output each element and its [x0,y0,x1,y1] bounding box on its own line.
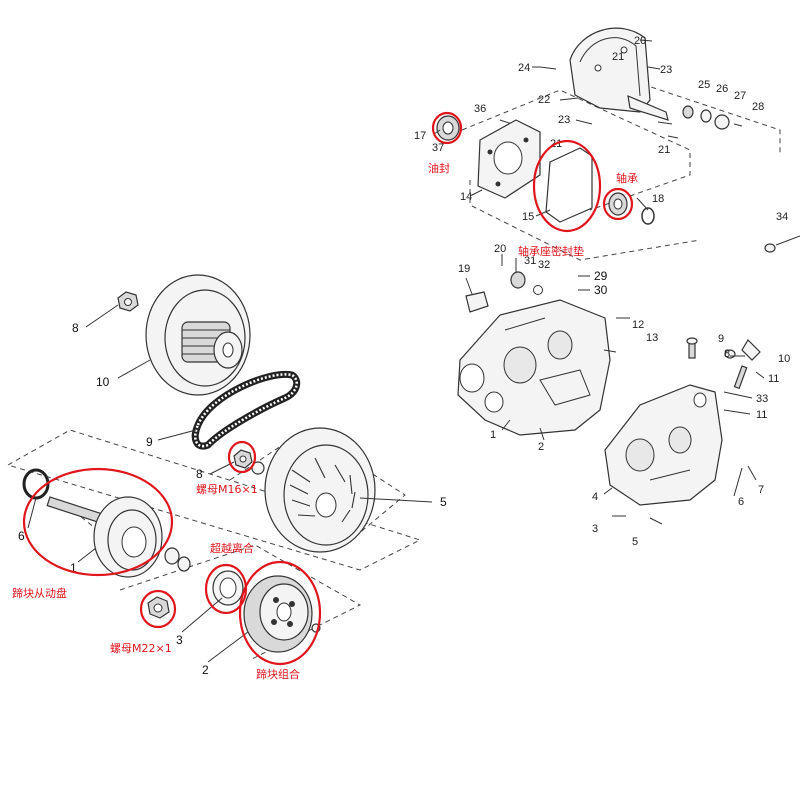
leader-lines [433,66,765,495]
assembly-boundary [461,89,691,211]
annotation-shoe-assembly: 蹄块组合 [256,667,300,681]
callout-23: 23 [660,64,672,76]
clutch-diagram: 8 10 9 8 5 6 1 3 2 螺母M16×1 超越离合 蹄块从动盘 螺母… [6,274,447,681]
callout-20: 20 [634,35,646,47]
callout-32: 32 [538,259,550,271]
callout-8: 8 [72,321,79,335]
one-way-clutch-part [212,570,244,606]
bolt-parts-right [539,235,800,525]
callout-10: 10 [96,375,110,389]
callout-24: 24 [518,62,530,74]
highlight-circle [22,467,174,577]
assembly-boundary [469,180,701,261]
callout-22: 22 [538,94,550,106]
highlight-circle [602,187,634,221]
highlight-circle [227,440,257,474]
bearing-housing-part [477,119,541,199]
annotation-nut-m16: 螺母M16×1 [196,483,258,496]
gasket-part [545,147,593,223]
annotation-one-way-clutch: 超越离合 [210,541,254,555]
annotation-bearing: 轴承 [616,171,638,185]
callout-34: 34 [776,211,788,223]
highlight-circle [431,111,463,145]
callout-15: 15 [522,211,534,223]
callout-18: 18 [652,193,664,205]
nut-part [117,291,139,312]
callout-36: 36 [474,103,486,115]
callout-31: 31 [524,255,536,267]
callout-1: 1 [490,429,496,441]
callout-5: 5 [632,536,638,548]
callout-28: 28 [752,101,764,113]
callout-30: 30 [594,283,608,297]
washer-parts [682,105,743,130]
callout-11: 11 [756,409,767,421]
cover-part [569,27,669,121]
callout-25: 25 [698,79,710,91]
bearing-small-part [164,547,191,572]
callout-5: 5 [440,495,447,509]
callout-7: 7 [758,484,764,496]
annotation-shoe-driven-disc: 蹄块从动盘 [12,586,67,600]
crankcase-diagram: 24 21 20 23 22 25 26 27 28 36 17 37 23 2… [414,27,800,548]
callout-1: 1 [70,561,77,575]
highlight-circle [204,563,248,615]
callout-14: 14 [460,191,472,203]
callout-20: 20 [494,243,506,255]
callout-2: 2 [538,441,544,453]
crankcase-left-part [457,299,611,436]
callout-6: 6 [738,496,744,508]
nut-m22-part [147,596,170,619]
callout-26: 26 [716,83,728,95]
callout-21: 21 [658,144,670,156]
annotation-oil-seal: 油封 [428,161,450,175]
highlight-circle [238,560,322,666]
callout-11: 11 [768,373,779,385]
callout-29: 29 [594,269,608,283]
crankcase-right-part [604,384,723,506]
callout-2: 2 [202,663,209,677]
drive-belt-part [191,370,301,450]
callout-6: 6 [18,529,25,543]
callout-17: 17 [414,130,426,142]
callout-12: 12 [632,319,644,331]
callout-9: 9 [718,333,724,345]
callout-8: 8 [724,348,730,360]
callout-13: 13 [646,332,658,344]
assembly-boundary [599,69,781,155]
driven-pulley-fan-part [264,427,376,553]
bolt-parts [499,39,679,139]
annotation-bearing-seat-gasket: 轴承座密封垫 [518,244,584,258]
callout-19: 19 [458,263,470,275]
highlight-circle [532,139,602,233]
shoe-driven-disc-part [46,496,163,578]
assembly-boundary [229,429,406,546]
oil-seal-part [436,115,460,141]
callout-3: 3 [592,523,598,535]
callout-23: 23 [558,114,570,126]
callout-21: 21 [612,51,624,63]
callout-4: 4 [592,491,598,503]
shoe-assembly-part [243,575,321,653]
callout-9: 9 [146,435,153,449]
drive-pulley-part [145,274,251,396]
callout-37: 37 [432,142,444,154]
assembly-boundary [6,429,422,571]
callout-8: 8 [196,467,203,481]
annotation-nut-m22: 螺母M22×1 [110,642,172,655]
callout-33: 33 [756,393,768,405]
bearing-part [608,192,655,225]
callout-10: 10 [778,353,790,365]
fastener-parts [465,254,590,313]
callout-27: 27 [734,90,746,102]
callout-3: 3 [176,633,183,647]
highlight-circle [139,589,177,629]
